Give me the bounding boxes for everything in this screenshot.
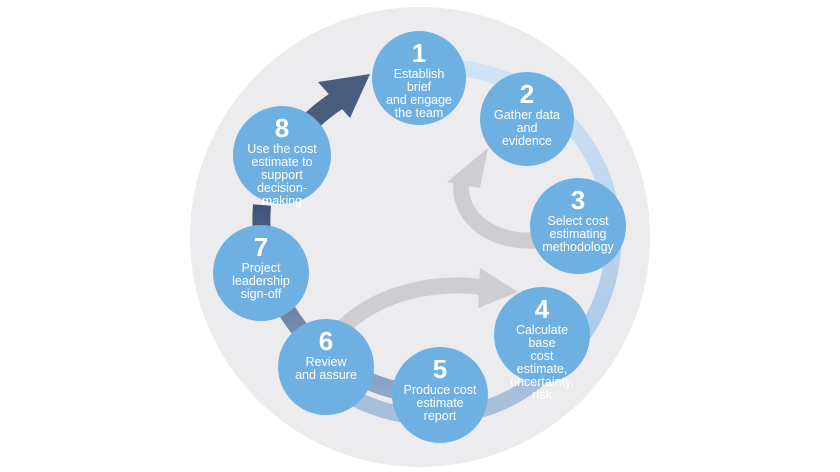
step-3: 3 Select cost estimating methodology [530, 178, 626, 274]
step-8: 8 Use the cost estimate to support decis… [233, 106, 331, 208]
loop-arrow-6-to-4 [334, 277, 490, 336]
step-6-number: 6 [318, 326, 334, 356]
step-2-label: Gather data and evidence [493, 108, 560, 148]
step-3-label: Select cost estimating methodology [542, 214, 614, 254]
step-2: 2 Gather data and evidence [480, 72, 574, 166]
step-7-number: 7 [253, 232, 269, 262]
step-1-label: Establish brief and engage the team [385, 67, 453, 120]
step-8-number: 8 [274, 113, 290, 143]
step-4-number: 4 [534, 294, 550, 324]
step-7-label: Project leadership sign-off [232, 261, 290, 301]
step-4-label: Calculate base cost estimate, uncertaint… [510, 323, 574, 402]
step-6-label: Review and assure [295, 355, 357, 382]
step-2-number: 2 [519, 79, 535, 109]
loop-arrow-6-to-4-head [478, 268, 518, 308]
step-8-label: Use the cost estimate to support decisio… [247, 142, 317, 208]
step-5-number: 5 [432, 354, 448, 384]
step-7: 7 Project leadership sign-off [213, 225, 309, 321]
step-5-label: Produce cost estimate report [403, 383, 477, 423]
step-1-number: 1 [411, 38, 427, 68]
step-5: 5 Produce cost estimate report [392, 347, 488, 443]
loop-arrow-3-to-2 [453, 176, 541, 249]
step-1: 1 Establish brief and engage the team [372, 31, 466, 125]
step-4: 4 Calculate base cost estimate, uncertai… [494, 287, 590, 402]
step-6: 6 Review and assure [278, 319, 374, 415]
ring-dark-arrowhead [318, 74, 370, 118]
loop-arrow-3-to-2-head [447, 148, 488, 188]
step-3-number: 3 [570, 185, 586, 215]
